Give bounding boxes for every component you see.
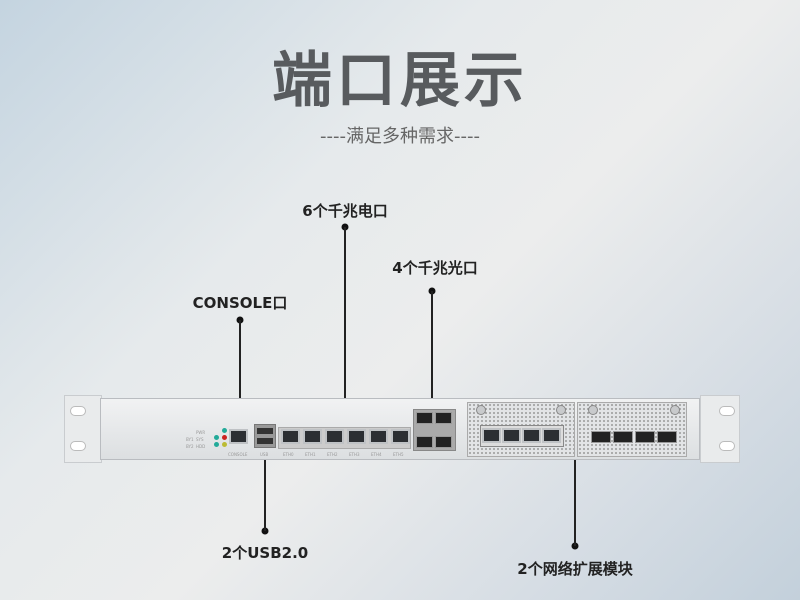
hdd-led xyxy=(222,442,227,447)
by1-label: BY1 xyxy=(186,437,194,442)
eth4-label: ETH4 xyxy=(371,452,382,457)
callout-line xyxy=(574,455,576,546)
callout-console-label: CONSOLE口 xyxy=(192,294,288,312)
callout-line xyxy=(264,440,266,531)
callout-expansion-label: 2个网络扩展模块 xyxy=(517,560,633,578)
sys-label: SYS xyxy=(196,437,204,442)
pwr-led xyxy=(222,428,227,433)
eth3-port[interactable] xyxy=(347,429,366,444)
sfp-port[interactable] xyxy=(416,412,433,424)
hdd-label: HDD xyxy=(196,444,206,449)
eth4-port[interactable] xyxy=(369,429,388,444)
rack-ear-left xyxy=(64,395,102,463)
eth2-label: ETH2 xyxy=(327,452,338,457)
callout-sfp-label: 4个千兆光口 xyxy=(392,259,478,277)
by1-led xyxy=(214,435,219,440)
page-title: 端口展示 xyxy=(272,46,528,116)
usb-port[interactable] xyxy=(257,438,273,444)
callout-line xyxy=(344,227,346,427)
eth1-label: ETH1 xyxy=(305,452,316,457)
console-port[interactable] xyxy=(229,429,248,444)
eth2-port[interactable] xyxy=(325,429,344,444)
eth3-label: ETH3 xyxy=(349,452,360,457)
sfp-port[interactable] xyxy=(416,436,433,448)
callout-rj45-label: 6个千兆电口 xyxy=(302,202,388,220)
pwr-label: PWR xyxy=(196,430,206,435)
by2-label: BY2 xyxy=(186,444,194,449)
sys-led xyxy=(222,435,227,440)
sfp-port[interactable] xyxy=(435,412,452,424)
callout-dot xyxy=(261,527,269,535)
eth5-label: ETH5 xyxy=(393,452,404,457)
callout-line xyxy=(239,320,241,432)
usb-port[interactable] xyxy=(257,428,273,434)
usb-label: USB xyxy=(260,452,269,457)
callout-usb-label: 2个USB2.0 xyxy=(221,544,309,562)
eth5-port[interactable] xyxy=(391,429,410,444)
by2-led xyxy=(214,442,219,447)
callout-line xyxy=(431,291,433,411)
sfp-port[interactable] xyxy=(435,436,452,448)
usb-ports xyxy=(254,424,276,448)
eth0-port[interactable] xyxy=(281,429,300,444)
page-subtitle: ----满足多种需求---- xyxy=(320,126,480,147)
callout-dot xyxy=(571,542,579,550)
console-label: CONSOLE xyxy=(228,452,248,457)
eth0-label: ETH0 xyxy=(283,452,294,457)
eth1-port[interactable] xyxy=(303,429,322,444)
rack-ear-right xyxy=(700,395,740,463)
expansion-module-sfp[interactable] xyxy=(577,402,687,457)
expansion-module-rj45[interactable] xyxy=(467,402,575,457)
